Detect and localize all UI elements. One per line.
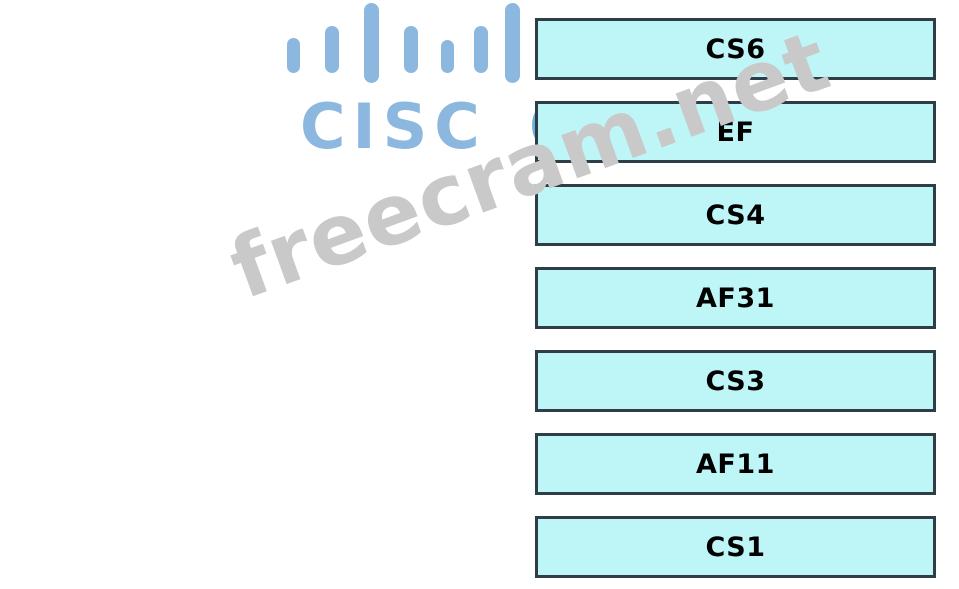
cisco-bar-1 <box>287 38 300 73</box>
dscp-label: CS6 <box>705 33 766 65</box>
dscp-box-ef[interactable]: EF <box>535 101 936 163</box>
dscp-box-cs6[interactable]: CS6 <box>535 18 936 80</box>
dscp-box-af31[interactable]: AF31 <box>535 267 936 329</box>
dscp-box-af11[interactable]: AF11 <box>535 433 936 495</box>
cisco-wordmark: CISC <box>300 90 487 163</box>
cisco-bar-3 <box>364 3 379 83</box>
dscp-label: CS3 <box>705 365 766 397</box>
dscp-box-cs3[interactable]: CS3 <box>535 350 936 412</box>
cisco-bar-2 <box>325 26 339 73</box>
cisco-bar-5 <box>441 40 454 73</box>
dscp-label: AF11 <box>696 448 775 480</box>
cisco-bar-6 <box>474 26 488 73</box>
dscp-marking-stack: CS6 EF CS4 AF31 CS3 AF11 CS1 <box>535 18 936 578</box>
dscp-label: CS1 <box>705 531 766 563</box>
dscp-label: CS4 <box>705 199 766 231</box>
dscp-label: EF <box>716 116 755 148</box>
dscp-box-cs1[interactable]: CS1 <box>535 516 936 578</box>
dscp-box-cs4[interactable]: CS4 <box>535 184 936 246</box>
cisco-bar-7 <box>505 3 520 83</box>
dscp-label: AF31 <box>696 282 775 314</box>
cisco-bar-4 <box>404 26 418 73</box>
